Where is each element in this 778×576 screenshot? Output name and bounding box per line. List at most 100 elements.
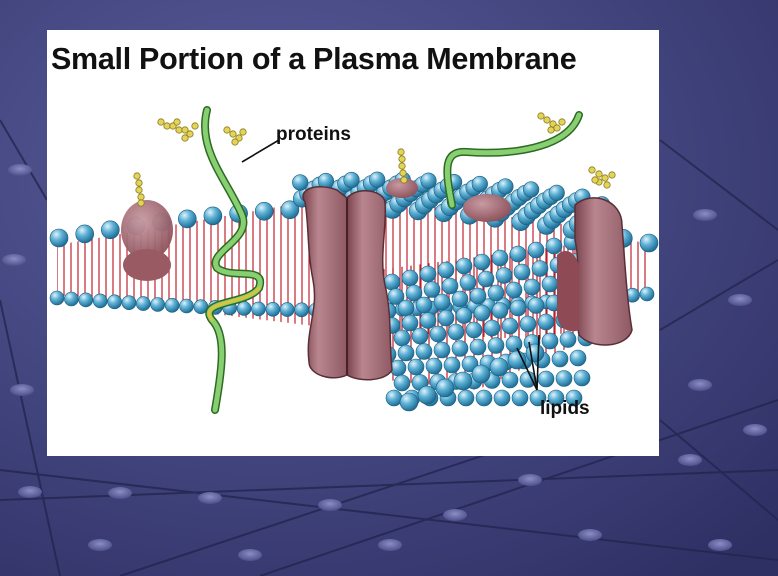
glycoprotein-left [201,106,265,414]
lipid-head [136,296,151,311]
lipid-head [483,319,501,337]
sugar-bead [163,122,171,130]
lipid-head [501,371,519,389]
lipid-head [497,178,514,195]
lipid-head [469,287,487,305]
sugar-bead [157,118,165,126]
sugar-bead [558,118,566,126]
label-lipids: lipids [540,398,590,419]
lipid-head [569,349,587,367]
lipid-head [279,302,295,317]
lipid-head [639,233,659,253]
lipid-head [383,273,401,291]
lipid-head [411,327,429,345]
lipid-head [523,181,540,198]
lipid-head [509,245,527,263]
lipid-head [541,275,559,293]
sugar-bead [181,134,189,142]
lipid-head [369,171,386,188]
diagram-title: Small Portion of a Plasma Membrane [51,42,577,76]
lipid-head [92,293,108,309]
lipid-head [75,224,95,244]
lipid-head [455,257,473,275]
sugar-chain [537,112,566,134]
lipid-head [265,301,281,317]
sugar-bead [397,148,405,156]
lipid-head [493,389,511,407]
lipid-head [639,286,655,302]
sugar-bead [223,126,231,134]
lipid-head [447,323,465,341]
sugar-chain [133,172,145,207]
sugar-bead [175,126,183,134]
sugar-bead [191,122,199,130]
lipid-head [420,172,437,189]
lipid-head [531,260,549,277]
lipid-head [387,288,405,305]
lipid-head [451,340,469,357]
lipid-head [236,301,252,316]
lipid-head [453,371,473,391]
lipid-head [203,206,223,226]
lipid-head [555,370,573,387]
sugar-bead [173,118,181,126]
lipid-head [551,350,569,368]
lipid-head [451,290,469,308]
lipid-head [150,297,165,312]
sugar-bead [137,199,145,207]
sugar-bead [135,186,143,194]
lipid-head [399,392,419,412]
lipid-head [385,389,403,407]
sugar-bead [133,172,141,180]
lipid-head [419,265,437,283]
lipid-head [397,344,415,362]
lipid-head [437,309,455,327]
sugar-bead [588,166,596,174]
lipid-head [433,293,451,311]
glycoprotein-top [443,111,583,209]
lipid-head [193,299,209,315]
lipid-head [469,338,487,356]
lipid-head [401,314,419,332]
lipid-head [415,343,433,360]
lipid-head [64,291,79,307]
sugar-bead [543,116,551,124]
lipid-head [513,263,531,281]
lipid-head [433,341,451,359]
lipid-head [179,298,194,314]
sugar-bead [603,181,611,189]
sugar-bead [547,126,555,134]
sugar-chain [588,166,616,189]
lipid-head [419,312,437,329]
sugar-chain [157,118,199,142]
sugar-bead [229,130,237,138]
lipid-head [487,337,505,354]
lipid-head [457,389,475,407]
sugar-bead [553,124,561,132]
lipid-head [491,302,509,319]
lipid-head [393,329,411,347]
lipid-head [294,302,309,318]
lipid-head [405,284,423,302]
lipid-head [477,270,495,288]
plasma-membrane-diagram [49,106,659,414]
lipid-head [280,200,300,220]
lipid-head [527,297,545,314]
lipid-head [343,171,360,189]
lipid-head [107,294,122,310]
lipid-head [254,202,274,221]
lipid-head [121,295,137,311]
lipid-head [407,358,425,376]
lipid-head [455,307,473,324]
sugar-bead [595,170,603,178]
sugar-bead [601,174,609,182]
sugar-bead [231,138,239,146]
lipid-head [537,313,555,331]
sugar-bead [239,128,247,136]
lipid-head [429,325,447,343]
lipid-head [397,299,415,317]
lipid-head [178,209,197,229]
lipid-head [415,296,433,314]
lipid-head [529,389,547,407]
sugar-bead [398,162,406,170]
